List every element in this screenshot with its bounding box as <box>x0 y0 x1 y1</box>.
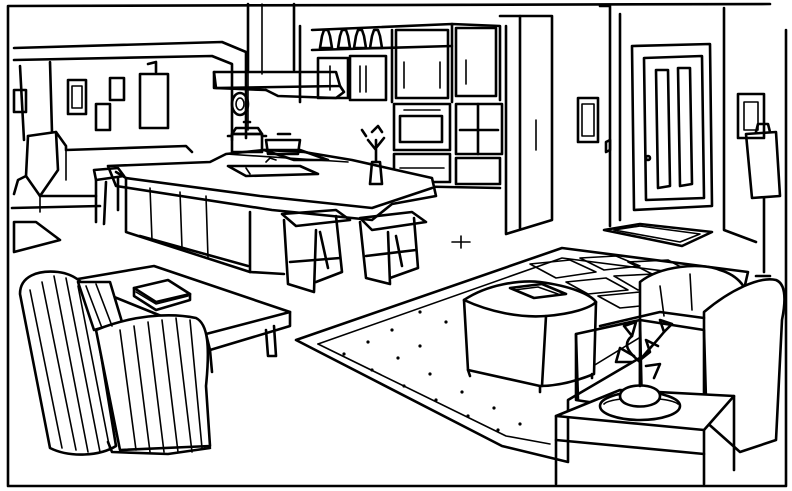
back-armchair <box>14 132 192 212</box>
back-rug <box>14 222 60 252</box>
left-wall-frames <box>14 62 248 130</box>
ottoman <box>464 282 596 392</box>
side-table <box>556 390 734 484</box>
wall-picture-right-inner <box>582 104 594 136</box>
plant-pot <box>600 320 680 420</box>
door-mat <box>604 224 712 246</box>
cooking-pots <box>228 122 300 154</box>
door-mat-inner <box>614 226 700 242</box>
light-switch <box>606 140 610 152</box>
bar-stool-right <box>360 212 426 284</box>
picture-frame <box>8 4 786 486</box>
back-door <box>632 44 712 210</box>
wall-picture-right <box>578 98 598 142</box>
floor-lamp <box>746 124 780 276</box>
floor-sparkle <box>452 236 470 248</box>
kitchen-island <box>108 150 436 274</box>
bar-stool-left <box>94 168 124 224</box>
range-hood <box>214 4 344 98</box>
right-wall <box>600 6 756 242</box>
books-on-table <box>134 280 190 310</box>
wall-picture-far-right <box>738 94 764 138</box>
bar-stool-middle <box>282 210 350 292</box>
refrigerator <box>500 16 552 234</box>
island-flower-vase <box>362 126 384 184</box>
striped-armchair <box>20 272 210 455</box>
shelf-bottles <box>320 30 382 48</box>
wall-picture-far-right-inner <box>744 102 758 130</box>
